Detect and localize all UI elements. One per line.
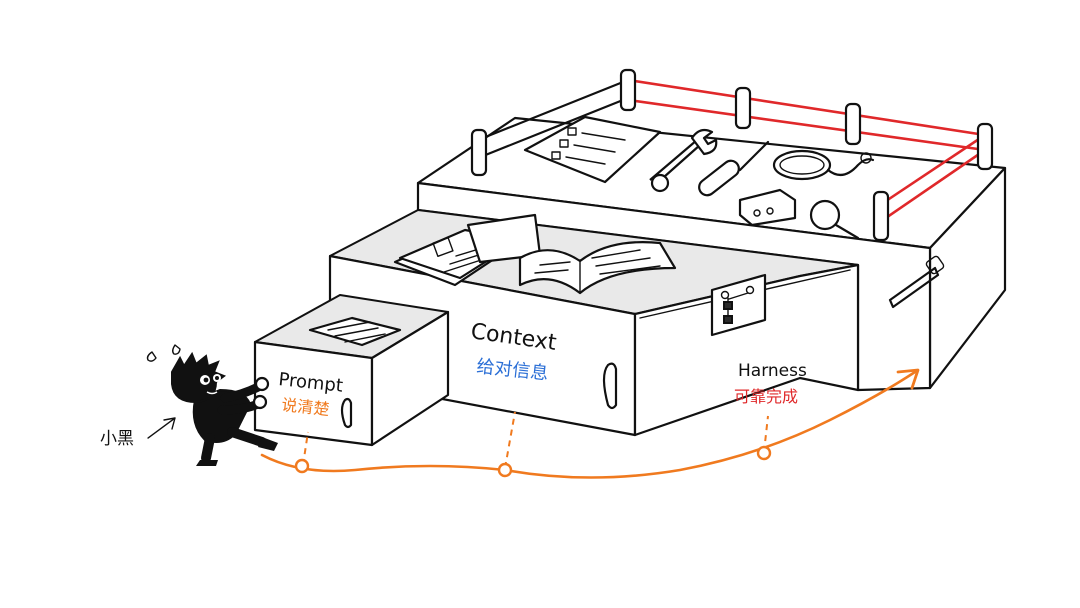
screwdriver-icon	[698, 140, 770, 197]
path-arrowhead-icon	[896, 368, 920, 390]
prompt-sublabel: 说清楚	[281, 395, 331, 419]
prompt-drawer	[253, 294, 450, 447]
prompt-note-icon	[308, 316, 402, 347]
cable-icon	[772, 149, 875, 181]
character-label: 小黑	[100, 429, 134, 449]
arrow-icon	[147, 417, 176, 439]
wrench-icon	[649, 128, 718, 193]
context-drawer-side	[633, 263, 860, 437]
harness-label: Harness	[738, 361, 807, 381]
book-icon	[518, 241, 677, 295]
milestone-harness	[756, 445, 772, 461]
flowchart-panel	[710, 273, 767, 337]
progress-path	[260, 368, 920, 479]
prompt-drawer-handle	[340, 397, 353, 429]
magnifier-icon	[809, 199, 860, 240]
checklist-icon	[523, 115, 662, 184]
cabinet-handle	[888, 266, 940, 309]
context-drawer	[328, 209, 860, 437]
rope-top	[627, 78, 986, 137]
rope-mid	[627, 98, 986, 152]
tools	[523, 115, 875, 240]
milestone-context	[497, 462, 513, 478]
harness-sublabel: 可靠完成	[734, 387, 798, 406]
railing	[470, 68, 994, 242]
device-box-icon	[738, 188, 797, 227]
context-drawer-handle	[602, 362, 618, 410]
character-xiaohei	[146, 344, 278, 466]
path-line	[260, 370, 917, 479]
prompt-drawer-side	[370, 310, 450, 447]
milestone-prompt	[294, 458, 310, 474]
